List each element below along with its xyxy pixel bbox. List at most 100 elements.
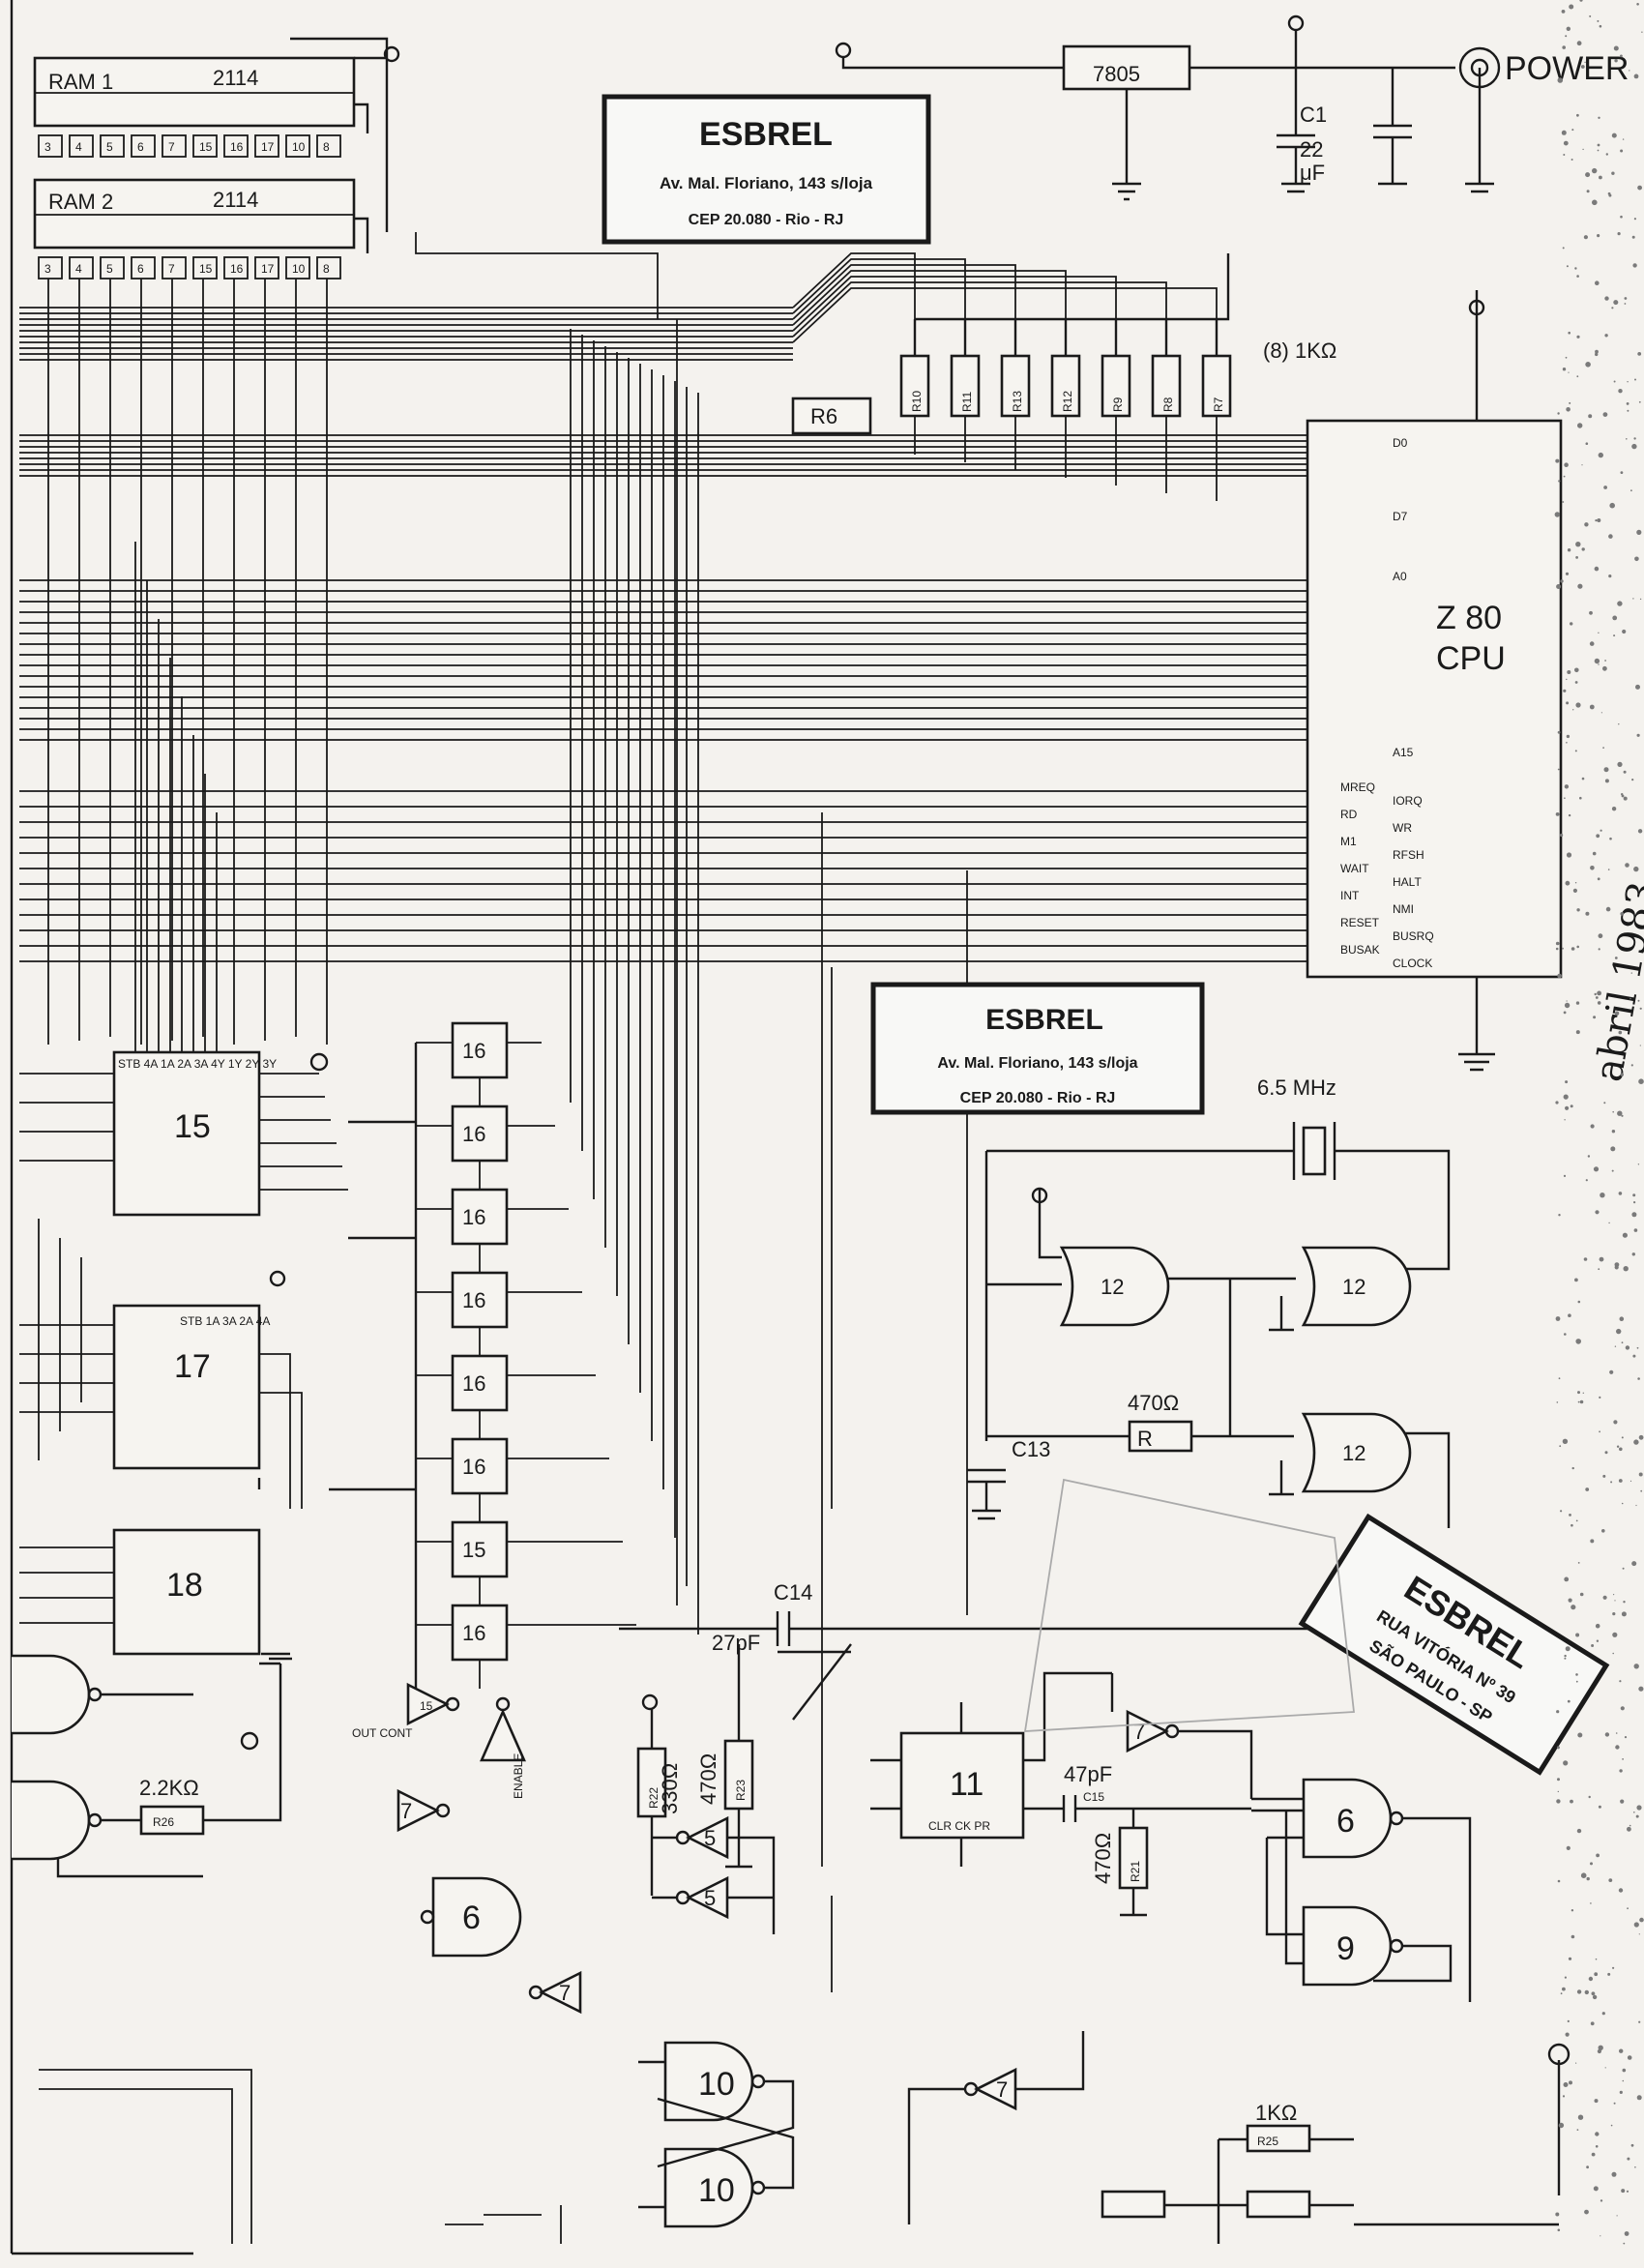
ic17-block: 17 STB 1A 3A 2A 4A (112, 1304, 270, 1470)
noise-speck (1583, 235, 1588, 240)
noise-speck (1604, 2067, 1606, 2069)
noise-speck (1571, 129, 1574, 132)
ic16-flipflop (451, 1271, 509, 1329)
noise-speck (1593, 2186, 1599, 2192)
noise-speck (1595, 280, 1600, 286)
noise-speck (1592, 199, 1598, 206)
c1-label: C1 (1300, 103, 1327, 127)
ram-pin-box (100, 134, 125, 158)
pullup-resistor (899, 354, 930, 418)
resistor-r6 (791, 397, 872, 435)
noise-speck (1598, 2045, 1603, 2050)
noise-speck (1554, 512, 1561, 517)
noise-speck (1577, 583, 1583, 589)
noise-speck (1576, 2129, 1579, 2132)
noise-speck (1617, 232, 1621, 236)
noise-speck (1634, 556, 1639, 562)
cpu-control-pin-label: RD (1340, 808, 1358, 821)
r21-label: R21 (1129, 1861, 1142, 1882)
ram-pin-number: 3 (44, 140, 51, 154)
ram-pin-number: 10 (292, 262, 306, 276)
ic16-wires (416, 1125, 555, 1190)
r26-label: R26 (153, 1815, 174, 1829)
noise-speck (1612, 1966, 1615, 1969)
nand-gate-12b (1301, 1246, 1412, 1327)
r23-label: R23 (734, 1780, 748, 1801)
noise-speck (1611, 807, 1617, 811)
noise-speck (1592, 851, 1597, 856)
noise-speck (1576, 1828, 1582, 1834)
cpu-a15: A15 (1393, 746, 1414, 759)
pullup-resistor (1101, 354, 1131, 418)
ic12a-label: 12 (1101, 1275, 1124, 1299)
noise-speck (1564, 462, 1569, 468)
bottom-logic: 10 10 7 R25 1KΩ (39, 2031, 1571, 2244)
ram-pin-box (223, 134, 249, 158)
noise-speck (1579, 1399, 1584, 1404)
ram-pin-box (316, 134, 341, 158)
noise-speck (1563, 689, 1567, 692)
noise-speck (1576, 945, 1579, 949)
nand10a-label: 10 (698, 2066, 735, 2103)
ram-pin-box (161, 134, 187, 158)
noise-speck (1633, 1439, 1639, 1445)
cpu-a0: A0 (1393, 570, 1407, 583)
noise-speck (1640, 1489, 1643, 1492)
noise-speck (1633, 74, 1639, 79)
noise-speck (1597, 877, 1600, 881)
ram-pin-box (38, 134, 63, 158)
ram-pin-box (254, 134, 279, 158)
noise-speck (1572, 888, 1577, 894)
noise-speck (1588, 1976, 1594, 1982)
r25-value: 1KΩ (1255, 2101, 1297, 2125)
pullup-resistor-label: R11 (960, 392, 974, 412)
noise-speck (1597, 990, 1601, 996)
noise-speck (1612, 1652, 1614, 1655)
noise-speck (1581, 777, 1585, 781)
noise-speck (1571, 1466, 1574, 1470)
ram-pin-box (192, 134, 218, 158)
noise-speck (1636, 1346, 1639, 1349)
ram2-chip: RAM 2 2114 (33, 178, 356, 250)
noise-speck (1598, 116, 1600, 120)
noise-speck (1600, 712, 1602, 714)
noise-speck (1557, 1879, 1561, 1883)
noise-speck (1558, 1214, 1561, 1217)
ic16-wires (416, 1042, 542, 1106)
noise-speck (1633, 218, 1636, 221)
cpu-control-pin-label: RESET (1340, 916, 1380, 929)
noise-speck (1612, 1110, 1614, 1113)
ram1-part: 2114 (213, 66, 258, 90)
noise-speck (1585, 911, 1590, 916)
noise-speck (1594, 1972, 1599, 1977)
noise-speck (1585, 442, 1589, 446)
r26-value: 2.2KΩ (139, 1776, 199, 1800)
noise-speck (1600, 1193, 1605, 1198)
ic16-wires (416, 1374, 596, 1439)
ic16-flipflop-label: 16 (462, 1371, 485, 1396)
noise-speck (1603, 767, 1609, 773)
noise-speck (1568, 1957, 1572, 1960)
noise-speck (1566, 1845, 1571, 1850)
ic16-flipflop-label: 16 (462, 1621, 485, 1645)
ram-pin-number: 7 (168, 140, 175, 154)
noise-speck (1590, 1124, 1595, 1129)
ic16-wires (416, 1291, 582, 1356)
noise-speck (1618, 1192, 1623, 1195)
noise-speck (1609, 837, 1612, 840)
vcc-output-terminal (1287, 15, 1305, 32)
noise-speck (1571, 159, 1573, 161)
noise-speck (1589, 610, 1593, 615)
noise-speck (1570, 1799, 1573, 1804)
noise-speck (1565, 356, 1568, 359)
noise-speck (1576, 113, 1579, 117)
noise-speck (1590, 1539, 1595, 1544)
noise-speck (1583, 1257, 1588, 1261)
c14-label: C14 (774, 1580, 812, 1605)
inv7b-label: 7 (559, 1981, 571, 2005)
noise-speck (1599, 1430, 1600, 1433)
c15-label: C15 (1083, 1790, 1104, 1804)
noise-speck (1561, 10, 1566, 14)
